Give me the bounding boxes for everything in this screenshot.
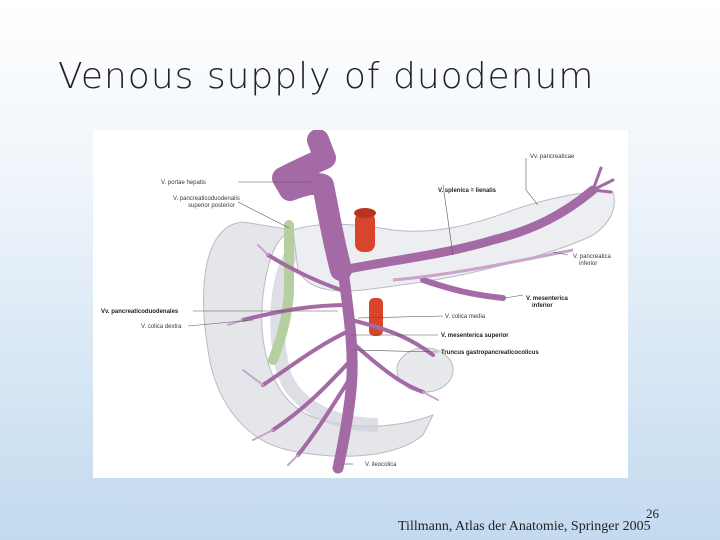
splenic-vein (338, 185, 598, 275)
label-mesenterica-superior: V. mesenterica superior (441, 333, 509, 339)
pancreaticoduodenal-veins (241, 253, 435, 457)
page-number: 26 (646, 506, 659, 521)
bile-duct (268, 220, 295, 365)
label-pancreaticoduodenales: Vv. pancreaticoduodenales (101, 309, 179, 315)
inferior-mesenteric-vein (420, 277, 506, 301)
label-pancreatica-inferior-2: inferior (579, 261, 597, 267)
splenic-vein-branches (591, 166, 615, 194)
pancreatic-inferior-vein (392, 248, 574, 282)
label-colica-media: V. colica media (445, 314, 486, 320)
label-pd-sup-post-1: V. pancreaticoduodenalis (173, 196, 240, 202)
superior-mesenteric-vein (332, 264, 358, 474)
label-mesenterica-inferior-1: V. mesenterica (526, 296, 568, 302)
label-pd-sup-post-2: superior posterior (188, 203, 235, 209)
slide-title: Venous supply of duodenum (58, 56, 595, 97)
anatomy-figure: V. portae hepatis V. pancreaticoduodenal… (93, 130, 628, 478)
label-mesenterica-inferior-2: inferior (532, 303, 553, 309)
venous-anatomy-illustration: V. portae hepatis V. pancreaticoduodenal… (101, 130, 615, 474)
label-pancreatica-inferior-1: V. pancreatica (573, 254, 611, 260)
label-pancreaticae: Vv. pancreaticae (530, 154, 575, 160)
portal-vein (272, 130, 352, 281)
small-venous-branches (227, 244, 439, 466)
label-portae-hepatis: V. portae hepatis (161, 180, 206, 186)
label-truncus: Truncus gastropancreaticocolicus (441, 350, 539, 356)
citation: Tillmann, Atlas der Anatomie, Springer 2… (398, 519, 651, 534)
leader-lines (187, 158, 569, 465)
label-ileocolica: V. ileocolica (365, 462, 397, 468)
aorta (355, 212, 375, 252)
aorta-top (354, 208, 376, 218)
label-splenica: V. splenica = lienalis (438, 188, 497, 194)
label-colica-dextra: V. colica dextra (141, 324, 182, 330)
